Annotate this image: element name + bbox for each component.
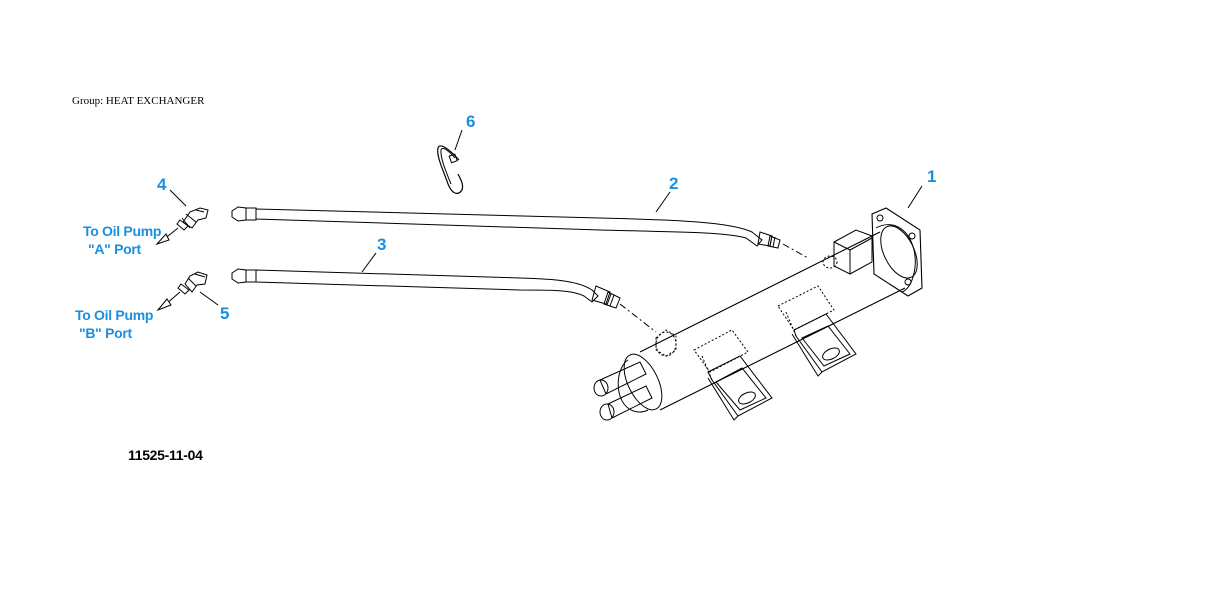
callout-6: 6 <box>466 112 476 131</box>
callout-3: 3 <box>377 235 387 254</box>
callout-5: 5 <box>220 304 230 323</box>
part-1-heat-exchanger <box>593 207 923 421</box>
leader-lines <box>169 129 923 306</box>
port-b-note-line1: To Oil Pump <box>75 307 154 323</box>
port-b-note-line2: "B" Port <box>79 325 132 341</box>
part-3-hose <box>231 268 657 333</box>
port-b-note: To Oil Pump "B" Port <box>75 306 153 342</box>
port-b-arrow <box>156 291 181 312</box>
port-a-arrow <box>155 227 179 246</box>
figure-id: 11525-11-04 <box>128 447 203 463</box>
port-a-note-line1: To Oil Pump <box>83 223 162 239</box>
callout-4: 4 <box>157 175 167 194</box>
callout-2: 2 <box>669 174 679 193</box>
group-label: Group: HEAT EXCHANGER <box>72 95 205 107</box>
part-5-elbow-fitting <box>177 271 208 295</box>
callout-1: 1 <box>927 167 937 186</box>
port-a-note: To Oil Pump "A" Port <box>83 222 161 258</box>
port-a-note-line2: "A" Port <box>88 241 141 257</box>
part-4-elbow-fitting <box>176 207 209 231</box>
part-2-hose <box>231 206 809 259</box>
part-6-clip <box>437 145 464 194</box>
